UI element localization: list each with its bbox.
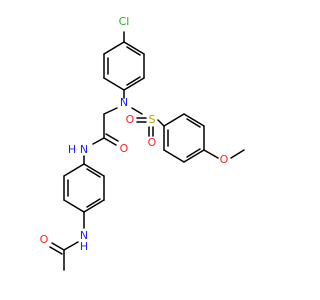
carbonyl-o-bond-2 (105, 133, 119, 142)
amide-hydrogen-label: H (68, 143, 76, 156)
n-s-bond (131, 107, 143, 115)
aminophenyl-ring (63, 163, 105, 213)
molecule-structure-diagram: Cl N S O O O O N H N H O (40, 15, 245, 271)
acetyl-o-bond-1 (51, 242, 65, 251)
carbonyl-o-bond-1 (103, 137, 117, 146)
sulfonyl-oxygen-bottom-label: O (148, 136, 157, 149)
acetamide-nitrogen-label: N (80, 229, 88, 242)
acetyl-o-bond-2 (49, 246, 63, 255)
o-methyl-bond (230, 149, 245, 159)
acetamide-oxygen-label: O (40, 233, 49, 246)
chlorophenyl-ring (103, 41, 145, 91)
sulfonyl-oxygen-left-label: O (126, 113, 135, 126)
sulfur-atom-label: S (149, 113, 156, 126)
sulfonamide-nitrogen-label: N (120, 96, 128, 109)
acetamide-hydrogen-label: H (80, 240, 88, 253)
carbonyl-nh-bond (92, 137, 105, 145)
nh-acetyl-bond (63, 241, 79, 251)
amide-nitrogen-label: N (80, 143, 88, 156)
methoxy-oxygen-label: O (220, 153, 229, 166)
ring-o-methoxy-bond (203, 149, 219, 159)
s-ring-bond (157, 119, 165, 127)
amide-oxygen-label: O (120, 142, 129, 155)
n-ch2-bond (103, 107, 118, 115)
methoxyphenyl-ring (163, 113, 205, 163)
chlorine-atom-label: Cl (119, 15, 130, 28)
